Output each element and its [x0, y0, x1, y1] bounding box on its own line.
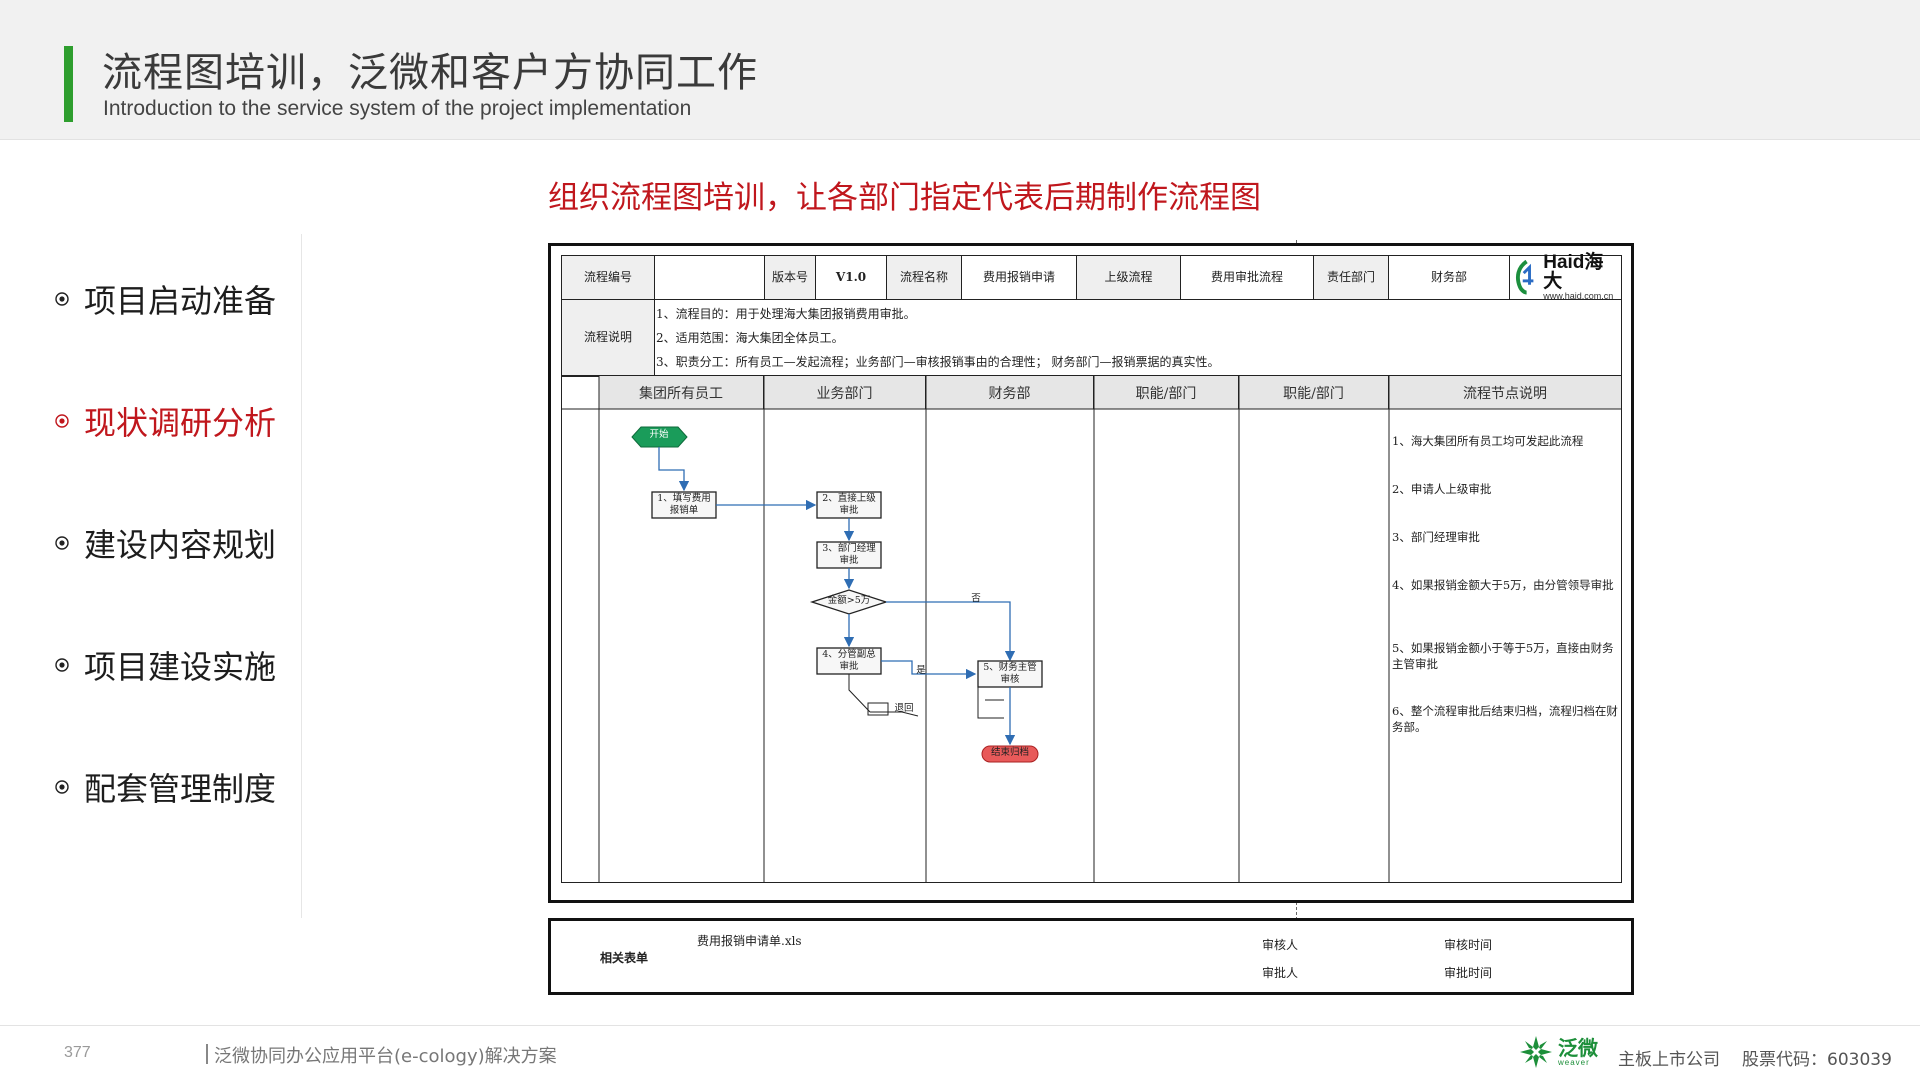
approver-label: 审批人	[1262, 966, 1299, 980]
decision-label: 金额>5万	[827, 595, 871, 606]
platform-text: 泛微协同办公应用平台(e-cology)解决方案	[214, 1046, 557, 1067]
decision-yes-label: 是	[916, 665, 926, 676]
reject-marker	[867, 702, 889, 716]
nav-item-project-start[interactable]: 项目启动准备	[54, 276, 276, 322]
stock-code: 股票代码：603039	[1742, 1050, 1892, 1070]
direct-sup-label-1: 2、直接上级	[822, 493, 876, 504]
weaver-brand: 泛微 weaver	[1516, 1032, 1598, 1072]
dept-value: 财务部	[1388, 255, 1510, 300]
start-node	[631, 426, 688, 448]
lane-header: 业务部门	[764, 376, 926, 409]
node-note: 3、部门经理审批	[1392, 530, 1480, 544]
nav-item-implementation[interactable]: 项目建设实施	[54, 642, 276, 688]
node-note: 6、整个流程审批后结束归档，流程归档在财务部。	[1392, 704, 1618, 734]
circle-bullet-icon	[54, 413, 70, 429]
brand-name: 泛微	[1558, 1035, 1598, 1060]
nav-item-management-system[interactable]: 配套管理制度	[54, 764, 276, 810]
nav-item-label: 项目启动准备	[84, 282, 277, 320]
haid-logo: Haid海大 www.haid.com.cn	[1514, 252, 1620, 301]
vp-label-1: 4、分管副总	[822, 649, 876, 660]
brand-sub: weaver	[1558, 1057, 1590, 1067]
nav-item-label: 现状调研分析	[84, 404, 277, 442]
nav-item-label: 项目建设实施	[84, 648, 277, 686]
node-note: 4、如果报销金额大于5万，由分管领导审批	[1392, 578, 1614, 592]
end-label: 结束归档	[990, 747, 1029, 758]
fill-form-label-2: 报销单	[669, 505, 699, 516]
description-line: 1、流程目的：用于处理海大集团报销费用审批。	[656, 307, 916, 321]
nav-item-content-planning[interactable]: 建设内容规划	[54, 520, 276, 566]
decision-no-label: 否	[971, 593, 981, 604]
dept-label: 责任部门	[1313, 255, 1389, 300]
reviewer-label: 审核人	[1262, 938, 1299, 952]
version-value: V1.0	[815, 255, 887, 300]
node-note: 2、申请人上级审批	[1392, 482, 1492, 496]
finance-label-1: 5、财务主管	[983, 662, 1037, 673]
title-accent-bar	[64, 46, 73, 122]
start-label: 开始	[649, 429, 669, 440]
description-cell	[654, 299, 1622, 376]
circle-bullet-icon	[54, 291, 70, 307]
direct-sup-label-2: 审批	[839, 505, 859, 516]
related-form-value: 费用报销申请单.xls	[697, 934, 802, 948]
end-node	[981, 745, 1039, 763]
slide-subtitle: Introduction to the service system of th…	[103, 97, 692, 120]
reject-line	[848, 674, 871, 713]
lane-header: 职能/部门	[1239, 376, 1389, 409]
slide-footer: 377 泛微协同办公应用平台(e-cology)解决方案 泛微 weaver 主…	[0, 1025, 1920, 1080]
node-note: 1、海大集团所有员工均可发起此流程	[1392, 434, 1584, 448]
slide-header: 流程图培训，泛微和客户方协同工作 Introduction to the ser…	[0, 0, 1920, 140]
connector-start-to-fill	[658, 447, 690, 492]
form-table-frame	[548, 918, 1634, 995]
node-note: 5、如果报销金额小于等于5万，直接由财务主管审批	[1392, 641, 1614, 671]
logo-url: www.haid.com.cn	[1543, 291, 1614, 301]
vp-label-2: 审批	[839, 661, 859, 672]
fill-form-label-1: 1、填写费用	[657, 493, 711, 504]
reject-label: 退回	[894, 703, 914, 714]
related-form-label: 相关表单	[600, 951, 649, 965]
approve-time-label: 审批时间	[1444, 966, 1493, 980]
footer-separator	[206, 1044, 208, 1064]
lane-header: 职能/部门	[1094, 376, 1239, 409]
page-number: 377	[64, 1044, 91, 1061]
lane-header: 财务部	[926, 376, 1094, 409]
nav-item-label: 建设内容规划	[84, 526, 277, 564]
review-time-label: 审核时间	[1444, 938, 1493, 952]
connector-decision-no	[886, 601, 1016, 662]
process-finance-review	[977, 660, 1043, 688]
finance-label-2: 审核	[1000, 674, 1020, 685]
connector-vp-to-finance	[881, 660, 977, 680]
listed-text: 主板上市公司	[1618, 1050, 1720, 1070]
dept-mgr-label-2: 审批	[839, 555, 859, 566]
slide-title: 流程图培训，泛微和客户方协同工作	[102, 50, 758, 96]
section-title: 组织流程图培训，让各部门指定代表后期制作流程图	[548, 180, 1261, 216]
lane-header: 集团所有员工	[599, 376, 764, 409]
lane-header: 流程节点说明	[1389, 376, 1621, 409]
nav-item-status-research[interactable]: 现状调研分析	[54, 398, 276, 444]
reject-line	[870, 711, 919, 717]
logo-name: Haid海大	[1543, 252, 1604, 292]
circle-bullet-icon	[54, 779, 70, 795]
nav-item-label: 配套管理制度	[84, 770, 277, 808]
description-line: 2、适用范围：海大集团全体员工。	[656, 331, 844, 345]
haid-logo-icon	[1516, 259, 1534, 295]
flow-no-label: 流程编号	[561, 255, 655, 300]
circle-bullet-icon	[54, 535, 70, 551]
weaver-logo-icon	[1520, 1036, 1552, 1068]
process-fill-form	[651, 491, 717, 519]
reject-line-finance	[977, 686, 1004, 719]
circle-bullet-icon	[54, 657, 70, 673]
section-nav: 项目启动准备 现状调研分析 建设内容规划 项目建设实施 配套管理制度	[0, 234, 302, 918]
description-line: 3、职责分工：所有员工—发起流程；业务部门—审核报销事由的合理性； 财务部门—报…	[656, 355, 1220, 369]
dept-mgr-label-1: 3、部门经理	[822, 543, 876, 554]
flow-name-value: 费用报销申请	[961, 255, 1077, 300]
